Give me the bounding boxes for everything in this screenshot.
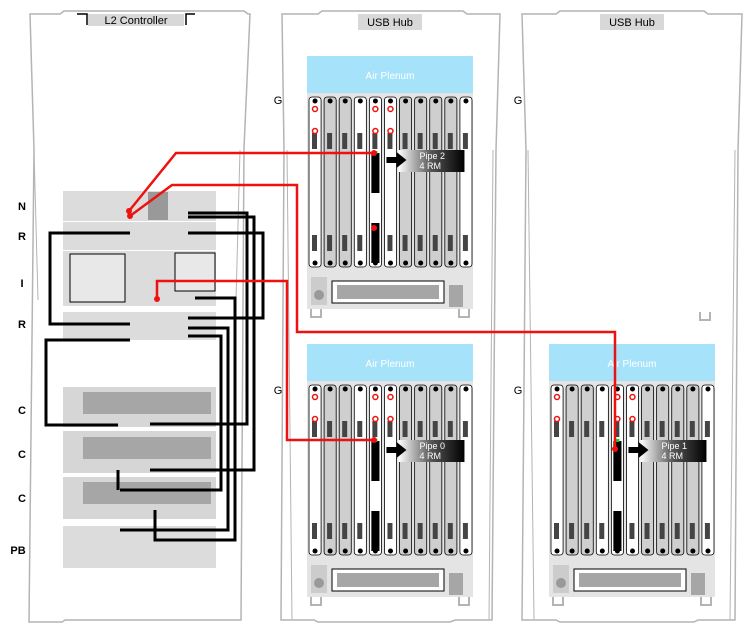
cable — [150, 215, 256, 472]
l2-rack-modules — [63, 191, 216, 568]
status-led-icon — [553, 393, 561, 401]
air-plenum — [307, 344, 473, 381]
rack-title-bar — [358, 14, 422, 30]
g-label: G — [514, 385, 523, 397]
row-label: I — [20, 278, 23, 290]
rack-title: USB Hub — [367, 17, 413, 29]
cable — [188, 231, 265, 320]
cable — [44, 338, 130, 427]
rack-l2-controller: L2 Controller — [28, 10, 251, 623]
status-led-icon — [387, 415, 394, 423]
status-led-icon — [311, 415, 319, 423]
rack-title-bar — [88, 14, 184, 26]
cable — [48, 231, 130, 326]
i-brick-panel — [174, 252, 216, 292]
status-led-icon — [372, 105, 379, 113]
air-plenum — [549, 344, 715, 381]
red-cable-connectors — [126, 150, 618, 452]
interconnect-port — [371, 511, 380, 551]
power-button-icon — [314, 578, 324, 588]
interconnect-port — [371, 441, 380, 481]
air-plenum-label: Air Plenum — [608, 359, 657, 370]
row-label: C — [18, 449, 26, 461]
power-bay — [63, 526, 216, 568]
rack-usb-hub-2: USB Hub — [521, 10, 743, 623]
pipe-rm: 4 RM — [661, 451, 683, 461]
row-labels: N R I R C C C PB G G G G — [10, 95, 522, 557]
r-brick-top — [63, 222, 216, 250]
status-led-icon — [311, 393, 319, 401]
interconnect-port — [371, 153, 380, 193]
pipe-label-box — [398, 150, 465, 172]
arrow-right-icon — [628, 442, 649, 458]
pipe-rm: 4 RM — [419, 451, 441, 461]
row-label: R — [18, 319, 26, 331]
row-label: R — [18, 231, 26, 243]
air-plenum-label: Air Plenum — [366, 359, 415, 370]
row-label: N — [18, 201, 26, 213]
red-cable-pipe1 — [129, 183, 617, 449]
pipe-label-box — [640, 440, 707, 462]
row-label: C — [18, 405, 26, 417]
status-led-icon — [311, 127, 319, 135]
pipe-name: Pipe 0 — [419, 441, 445, 451]
row-label: PB — [10, 545, 25, 557]
arrow-right-icon — [386, 152, 407, 168]
cable — [120, 326, 230, 532]
status-led-icon — [387, 105, 394, 113]
power-button-icon — [314, 290, 324, 300]
row-label: C — [18, 493, 26, 505]
interconnect-port — [613, 441, 622, 481]
status-led-icon — [372, 127, 379, 135]
status-led-icon — [387, 127, 394, 135]
status-led-icon — [629, 415, 636, 423]
cable — [120, 334, 223, 492]
power-button-icon — [556, 578, 566, 588]
status-led-icon — [629, 393, 636, 401]
i-brick-pci-slots — [69, 253, 126, 303]
air-plenum — [307, 56, 473, 93]
interconnect-port — [613, 511, 622, 551]
pipe-name: Pipe 1 — [661, 441, 687, 451]
g-label: G — [274, 95, 283, 107]
rack-title: L2 Controller — [105, 15, 168, 27]
rack-title-bar — [600, 14, 664, 30]
arrow-right-icon — [386, 442, 407, 458]
interconnect-port — [371, 223, 380, 263]
g-label: G — [274, 385, 283, 397]
status-led-icon — [311, 105, 319, 113]
status-led-icon — [387, 393, 394, 401]
red-cable-pipe2 — [128, 151, 374, 212]
black-cables — [44, 211, 265, 542]
status-led-icon — [372, 393, 379, 401]
pipe-rm: 4 RM — [419, 161, 441, 171]
air-plenum-label: Air Plenum — [366, 71, 415, 82]
pipe-label-box — [398, 440, 465, 462]
rack-title: USB Hub — [609, 17, 655, 29]
status-led-icon — [372, 415, 379, 423]
pipe-name: Pipe 2 — [419, 151, 445, 161]
g-label: G — [514, 95, 523, 107]
red-cable-pipe0 — [155, 279, 374, 442]
status-led-icon — [553, 415, 561, 423]
red-cables — [128, 151, 617, 449]
rack-usb-hub-1: USB Hub — [280, 10, 501, 623]
